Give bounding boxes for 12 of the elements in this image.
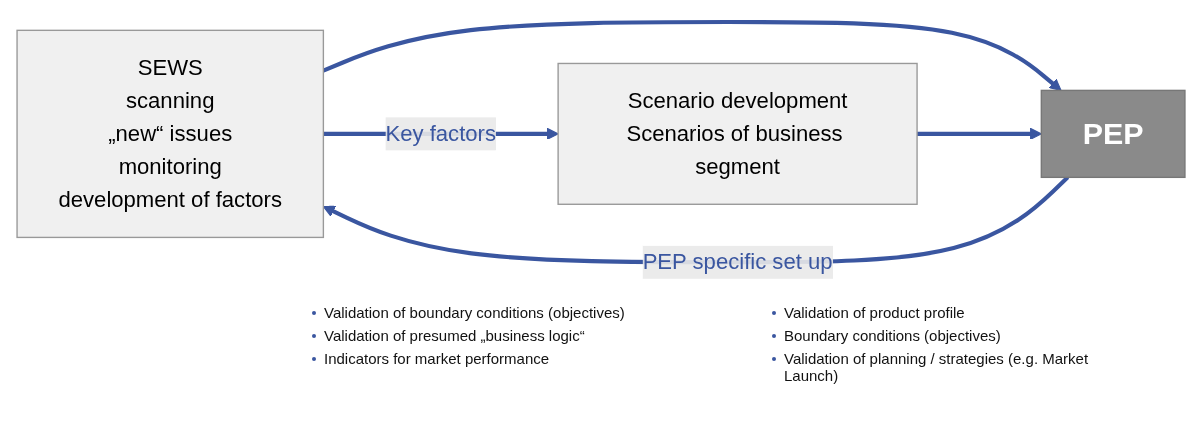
edge-label: Key factors — [385, 121, 496, 145]
edge-label: PEP specific set up — [642, 249, 833, 273]
node-box: PEP — [1040, 89, 1186, 178]
node-box: Scenario development Scenarios of business segment — [556, 62, 918, 205]
arrow — [322, 19, 1062, 91]
bullet-text: Validation of presumed „business logic“ — [324, 327, 585, 344]
bullet-text: Indicators for market performance — [324, 350, 550, 367]
bullet-text: Validation of boundary conditions (objectives) — [324, 304, 625, 321]
bullet-text: Validation of planning / strategies (e.g. Market Launch) — [784, 350, 1089, 384]
node-box: SEWS scanning „new“ issues monitoring development of factors — [15, 29, 324, 238]
bullet-text: Validation of product profile — [784, 304, 965, 321]
bullet-text: Boundary conditions (objectives) — [784, 327, 1001, 344]
